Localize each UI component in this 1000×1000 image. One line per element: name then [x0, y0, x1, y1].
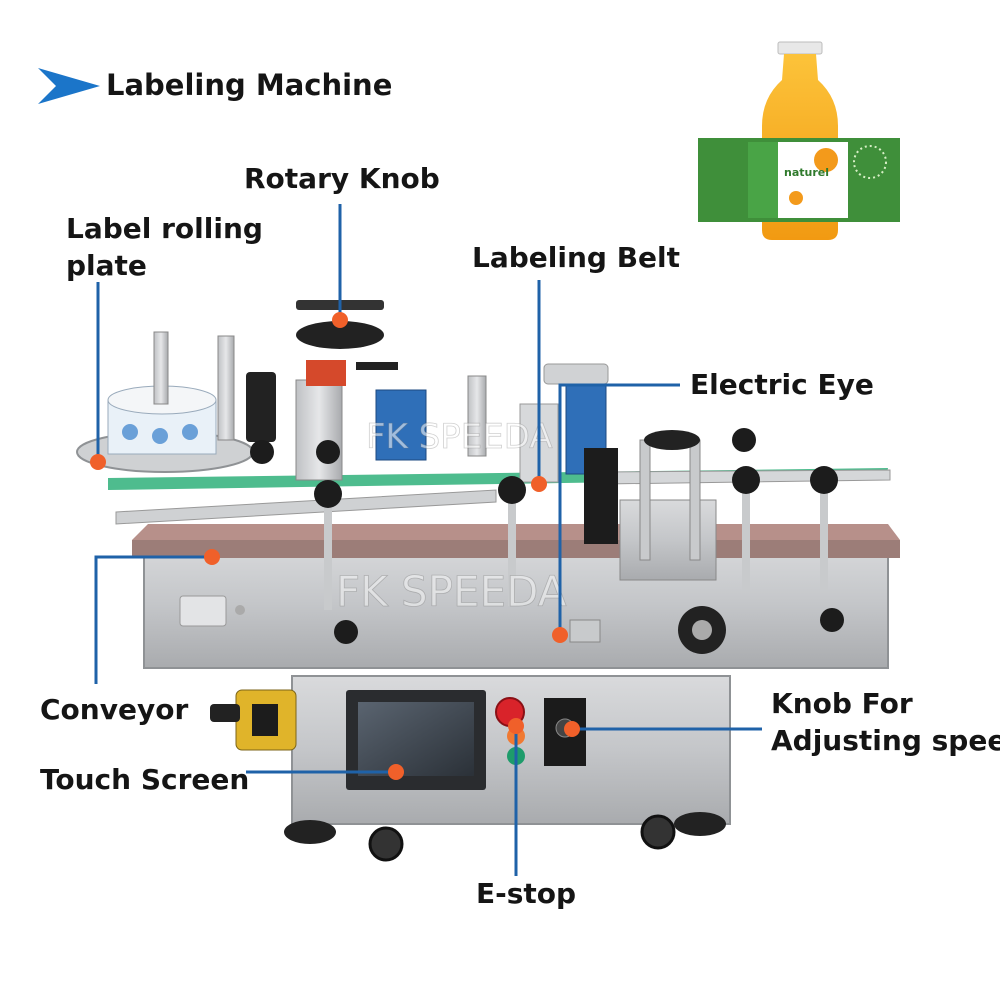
leader-lines — [94, 204, 762, 876]
leader-electric-eye — [558, 383, 680, 633]
watermark-lower: FK SPEEDA — [336, 567, 567, 616]
title-arrow-icon — [38, 68, 100, 104]
callout-electric-eye: Electric Eye — [690, 368, 874, 401]
callout-rotary-knob: Rotary Knob — [244, 162, 440, 195]
page-title: Labeling Machine — [106, 68, 393, 102]
marker-dot-icon — [508, 718, 524, 734]
marker-dot-icon — [204, 549, 220, 565]
rail-adjust-knobs — [250, 428, 844, 644]
guide-rails — [108, 468, 891, 525]
touch-screen-image — [346, 690, 486, 790]
marker-dots — [90, 312, 580, 780]
juice-bottle-image: naturel — [698, 41, 900, 240]
bottle-label-text: naturel — [784, 166, 829, 179]
callout-label-plate-line1: Label rolling — [66, 212, 263, 245]
marker-dot-icon — [531, 476, 547, 492]
electric-eye-column — [543, 363, 618, 544]
marker-dot-icon — [388, 764, 404, 780]
callout-label-plate-line2: plate — [66, 249, 147, 282]
callout-speed-knob-line2: Adjusting speed — [771, 724, 1000, 757]
marker-dot-icon — [90, 454, 106, 470]
callout-touch-screen: Touch Screen — [40, 763, 250, 796]
leader-conveyor — [94, 555, 210, 684]
callout-speed-knob-line1: Knob For — [771, 687, 913, 720]
watermark-upper: FK SPEEDA — [366, 417, 553, 457]
drive-mechanism — [569, 430, 726, 654]
callout-estop: E-stop — [476, 877, 577, 910]
marker-dot-icon — [552, 627, 568, 643]
callout-labeling-belt: Labeling Belt — [472, 241, 681, 274]
label-rolling-plate-image — [76, 331, 254, 473]
labeling-head — [217, 300, 559, 483]
marker-dot-icon — [332, 312, 348, 328]
callout-conveyor: Conveyor — [40, 693, 189, 726]
marker-dot-icon — [564, 721, 580, 737]
